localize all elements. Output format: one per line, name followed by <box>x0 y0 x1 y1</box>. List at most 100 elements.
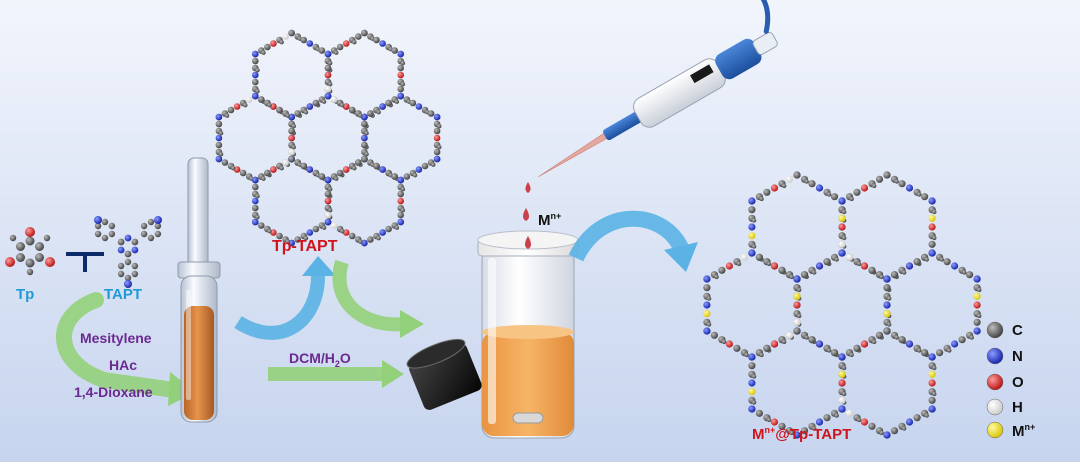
atom-c <box>397 64 405 72</box>
atom-c <box>962 270 967 275</box>
atom-n <box>973 327 981 335</box>
atom-n <box>883 301 891 309</box>
atom-c <box>285 239 290 244</box>
atom-c <box>324 64 332 72</box>
atom-n <box>973 275 981 283</box>
atom-n <box>397 50 405 58</box>
atom-n <box>361 113 368 121</box>
atom-h <box>793 318 801 326</box>
atom-c <box>433 148 441 156</box>
atom-n <box>379 229 386 236</box>
atom-c <box>872 183 877 189</box>
atom-c <box>340 103 345 108</box>
atom-o <box>973 301 981 309</box>
pipette <box>538 0 778 177</box>
atom-c <box>328 208 333 213</box>
atom-c <box>397 85 405 93</box>
atom-c <box>797 287 802 293</box>
atom-n <box>252 218 259 226</box>
atom-n <box>131 246 139 254</box>
atom-c <box>977 287 982 293</box>
reaction-tube <box>177 157 221 423</box>
atom-c <box>868 266 876 274</box>
atom-c <box>759 352 764 358</box>
atom-c <box>267 229 272 234</box>
atom-c <box>300 36 308 44</box>
atom-n <box>117 246 125 254</box>
atom-h <box>845 253 854 261</box>
atom-c <box>334 50 339 55</box>
atom-o <box>860 418 869 426</box>
legend-label-c: C <box>1012 322 1023 339</box>
atom-c <box>812 426 817 431</box>
legend-label-m-charge: n+ <box>1024 422 1036 432</box>
atom-n <box>324 92 332 100</box>
atom-m <box>793 292 801 300</box>
atom-c <box>755 253 764 261</box>
tapt-label: TAPT <box>104 286 143 303</box>
atom-h <box>288 148 295 156</box>
atom-n <box>905 418 914 426</box>
atom-c <box>778 266 786 274</box>
atom-c <box>958 336 966 344</box>
atom-n <box>397 176 405 184</box>
atom-c <box>321 225 327 230</box>
atom-c <box>231 166 236 171</box>
atom-o <box>342 229 350 236</box>
tp-tapt-framework <box>215 29 442 247</box>
atom-c <box>763 188 771 196</box>
combine-bracket <box>66 252 104 272</box>
atom-c <box>812 270 817 275</box>
atom-o <box>233 166 241 173</box>
atom-c <box>793 171 801 179</box>
atom-c <box>303 110 309 115</box>
atom-c <box>364 152 369 157</box>
atom-c <box>397 190 405 198</box>
atom-c <box>94 222 102 230</box>
atom-n <box>252 197 259 205</box>
atom-o <box>397 197 405 205</box>
atom-c <box>318 173 326 180</box>
atom-c <box>334 176 339 181</box>
atom-c <box>853 344 861 352</box>
solvent-label-pre: DCM/H <box>289 350 335 366</box>
final-product-label: Mn+@Tp-TAPT <box>752 425 851 443</box>
atom-n <box>951 262 959 270</box>
atom-n <box>838 405 846 413</box>
atom-c <box>328 61 333 66</box>
atom-c <box>101 234 109 242</box>
atom-m <box>928 214 936 222</box>
atom-c <box>288 127 295 135</box>
atom-c <box>252 57 259 65</box>
solvent-arrow-head <box>382 360 404 388</box>
atom-c <box>755 409 764 417</box>
legend-swatch-c <box>986 321 1004 339</box>
atom-n <box>928 353 936 361</box>
blue-arrow-head-2 <box>664 242 698 272</box>
atom-c <box>352 40 357 45</box>
atom-c <box>376 236 381 241</box>
atom-n <box>124 234 132 242</box>
atom-c <box>291 145 296 150</box>
atom-o <box>860 340 869 348</box>
atom-o <box>324 197 332 205</box>
legend-atoms <box>986 321 1004 439</box>
atom-c <box>361 141 368 149</box>
atom-c <box>947 348 952 353</box>
mesitylene-label: Mesitylene <box>80 330 152 346</box>
atom-c <box>703 284 711 292</box>
atom-c <box>131 270 139 278</box>
atom-c <box>218 152 224 157</box>
atom-n <box>748 379 756 387</box>
atom-c <box>932 235 937 241</box>
atom-c <box>928 396 936 404</box>
atom-c <box>939 257 944 262</box>
atom-c <box>902 270 907 275</box>
atom-c <box>782 183 787 189</box>
atom-c <box>328 82 333 87</box>
atom-c <box>264 169 271 177</box>
atom-c <box>117 238 125 246</box>
atom-n <box>361 239 368 247</box>
stir-bar <box>512 412 544 424</box>
legend-swatch-m <box>986 421 1004 439</box>
